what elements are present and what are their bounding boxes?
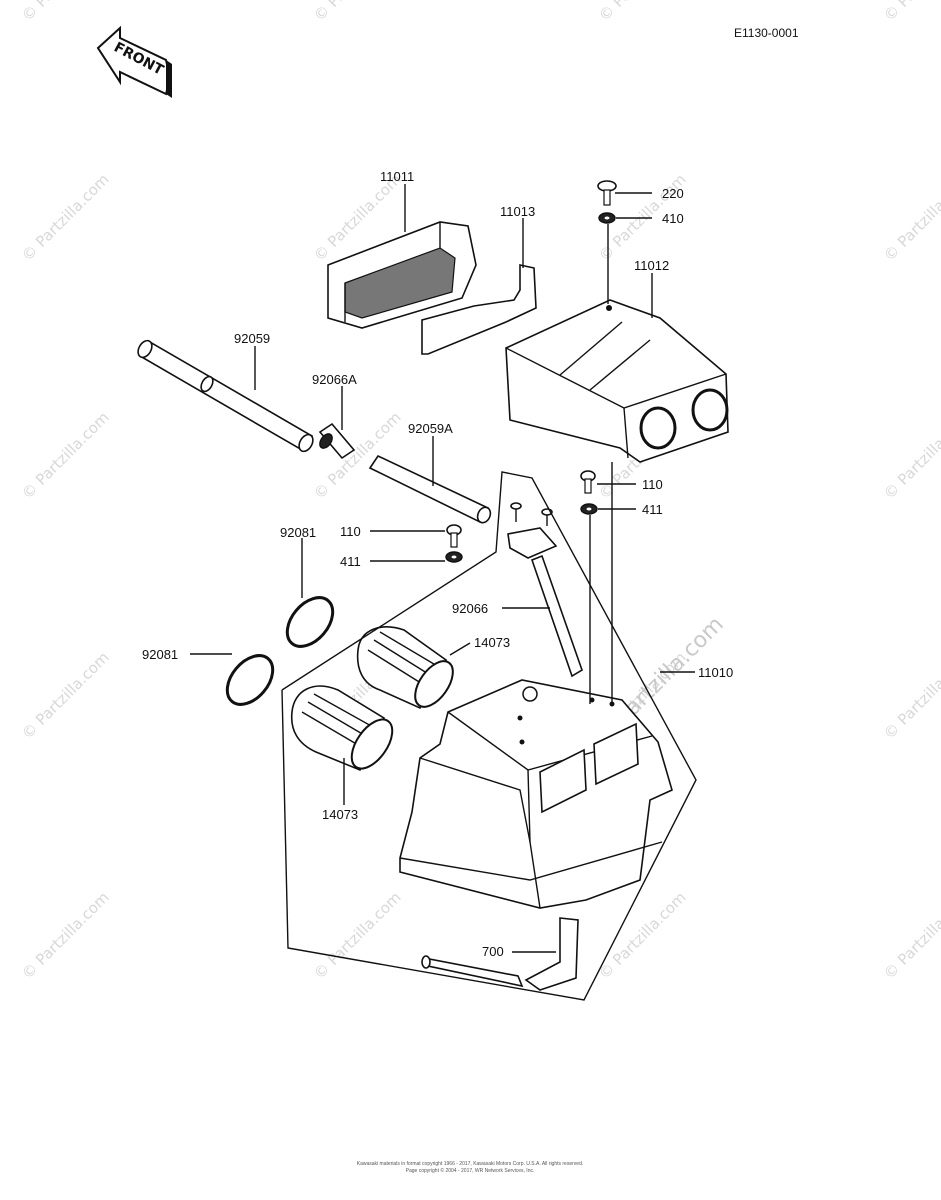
watermark: © Partzilla.com bbox=[880, 170, 941, 265]
watermark: © Partzilla.com bbox=[18, 888, 113, 983]
part-label-92066A: 92066A bbox=[312, 372, 357, 387]
part-label-92081-top: 92081 bbox=[280, 525, 316, 540]
watermark: © Partzilla.com bbox=[880, 648, 941, 743]
watermark: © Partzilla.com bbox=[595, 888, 690, 983]
part-label-220: 220 bbox=[662, 186, 684, 201]
part-label-11013: 11013 bbox=[500, 204, 535, 219]
part-label-700: 700 bbox=[482, 944, 504, 959]
strap-bracket bbox=[421, 264, 537, 355]
washer-410-icon bbox=[598, 212, 616, 224]
part-label-92081-left: 92081 bbox=[142, 647, 178, 662]
watermark: © Partzilla.com bbox=[18, 170, 113, 265]
screw-220-icon bbox=[597, 180, 617, 206]
watermark: © Partzilla.com bbox=[310, 888, 405, 983]
watermark: © Partzilla.com bbox=[310, 0, 405, 25]
bolt-110-right-icon bbox=[580, 470, 596, 494]
part-label-411-right: 411 bbox=[642, 502, 663, 517]
part-label-110-right: 110 bbox=[642, 477, 663, 492]
hose-92059A bbox=[368, 454, 492, 524]
part-label-411-left: 411 bbox=[340, 554, 361, 569]
part-label-11010: 11010 bbox=[698, 665, 733, 680]
diagram-code: E1130-0001 bbox=[734, 26, 799, 40]
leader-lines bbox=[190, 184, 695, 953]
drain-hose-700 bbox=[421, 955, 524, 988]
hose-92059 bbox=[137, 339, 314, 453]
part-label-92059: 92059 bbox=[234, 331, 270, 346]
o-ring-92081-left bbox=[225, 654, 275, 706]
part-label-14073-top: 14073 bbox=[474, 635, 510, 650]
bolt-110-left-icon bbox=[446, 524, 462, 548]
duct-14073-top bbox=[356, 626, 454, 710]
watermark: © Partzilla.com bbox=[310, 408, 405, 503]
watermark: © Partzilla.com bbox=[18, 648, 113, 743]
watermark: © Partzilla.com bbox=[595, 0, 690, 25]
part-label-11012: 11012 bbox=[634, 258, 669, 273]
air-filter-element bbox=[327, 221, 477, 329]
air-cleaner-cover bbox=[505, 299, 729, 463]
part-label-92059A: 92059A bbox=[408, 421, 453, 436]
breather-92066 bbox=[507, 502, 583, 678]
watermark: © Partzilla.com bbox=[880, 888, 941, 983]
watermark: © Partzilla.com bbox=[18, 0, 113, 25]
fitting-92066A bbox=[318, 422, 356, 460]
watermark: © Partzilla.com bbox=[880, 0, 941, 25]
watermark: © Partzilla.com bbox=[18, 408, 113, 503]
watermark: © Partzilla.com bbox=[880, 408, 941, 503]
part-label-410: 410 bbox=[662, 211, 684, 226]
footer-page-copyright: Page copyright © 2004 - 2017, WR Network… bbox=[406, 1167, 535, 1174]
footer-copyright: Kawasaki materials in format copyright 1… bbox=[357, 1161, 583, 1167]
part-label-14073-bottom: 14073 bbox=[322, 807, 358, 822]
assembly-outline bbox=[281, 471, 697, 1001]
part-label-92066: 92066 bbox=[452, 601, 488, 616]
part-label-11011: 11011 bbox=[380, 169, 414, 184]
front-arrow-icon: FRONT bbox=[96, 25, 172, 98]
washer-411-right-icon bbox=[580, 503, 598, 515]
screw-icon bbox=[510, 502, 522, 522]
duct-14073-bottom bbox=[290, 685, 394, 772]
o-ring-92081-top bbox=[285, 596, 335, 648]
washer-411-left-icon bbox=[445, 551, 463, 563]
part-label-110-left: 110 bbox=[340, 524, 361, 539]
